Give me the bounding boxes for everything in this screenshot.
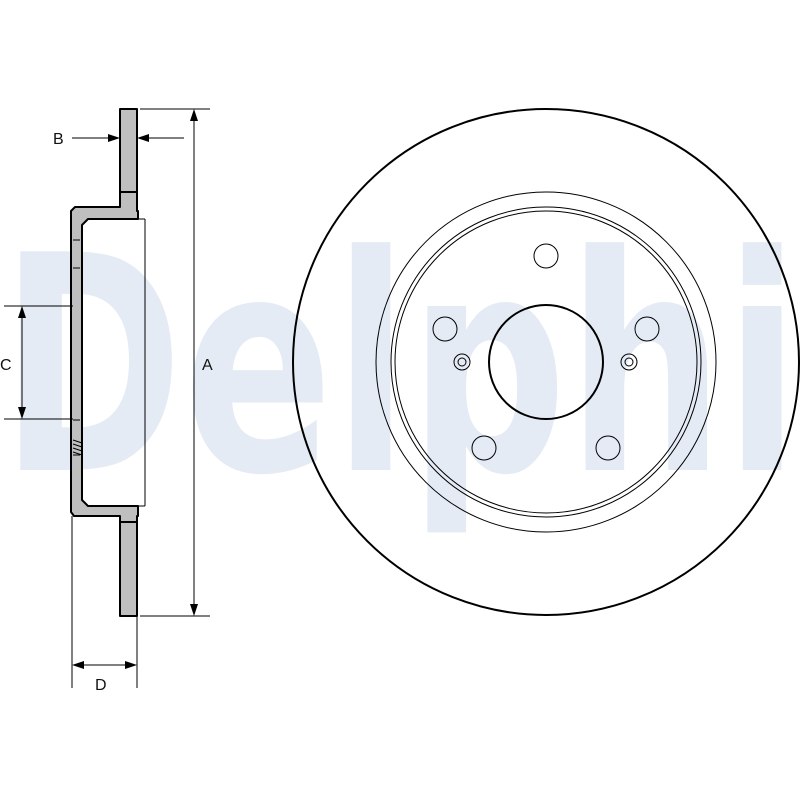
dimension-d: D: [71, 516, 138, 694]
pin-hole: [453, 353, 471, 371]
bolt-hole: [595, 435, 621, 461]
friction-ring-top: [119, 108, 138, 199]
front-view: [292, 108, 800, 616]
hat-groove-circle: [394, 210, 698, 514]
hat-section: [70, 191, 139, 523]
thread-hatch: [72, 439, 83, 456]
bolt-hole: [533, 243, 559, 269]
dimension-a-label: A: [202, 357, 213, 374]
friction-ring-bottom: [119, 515, 138, 617]
dimension-b-label: B: [53, 131, 64, 148]
center-bore: [488, 304, 604, 420]
dimension-c: C: [0, 305, 73, 420]
dimension-c-label: C: [0, 357, 12, 374]
bolt-hole: [634, 316, 660, 342]
hat-step-top: [73, 239, 80, 269]
bolt-hole: [432, 316, 458, 342]
delphi-watermark: Delphi: [0, 192, 800, 541]
dimension-a: A: [140, 108, 213, 617]
dimension-b: B: [53, 131, 184, 148]
hat-outer-circle: [375, 191, 717, 533]
hat-step-bottom: [73, 419, 80, 456]
side-section-view: [70, 108, 146, 617]
outer-rim: [292, 108, 800, 616]
bolt-hole: [471, 435, 497, 461]
dimension-d-label: D: [95, 677, 107, 694]
hat-inner-circle: [390, 206, 702, 518]
pin-hole: [620, 353, 638, 371]
